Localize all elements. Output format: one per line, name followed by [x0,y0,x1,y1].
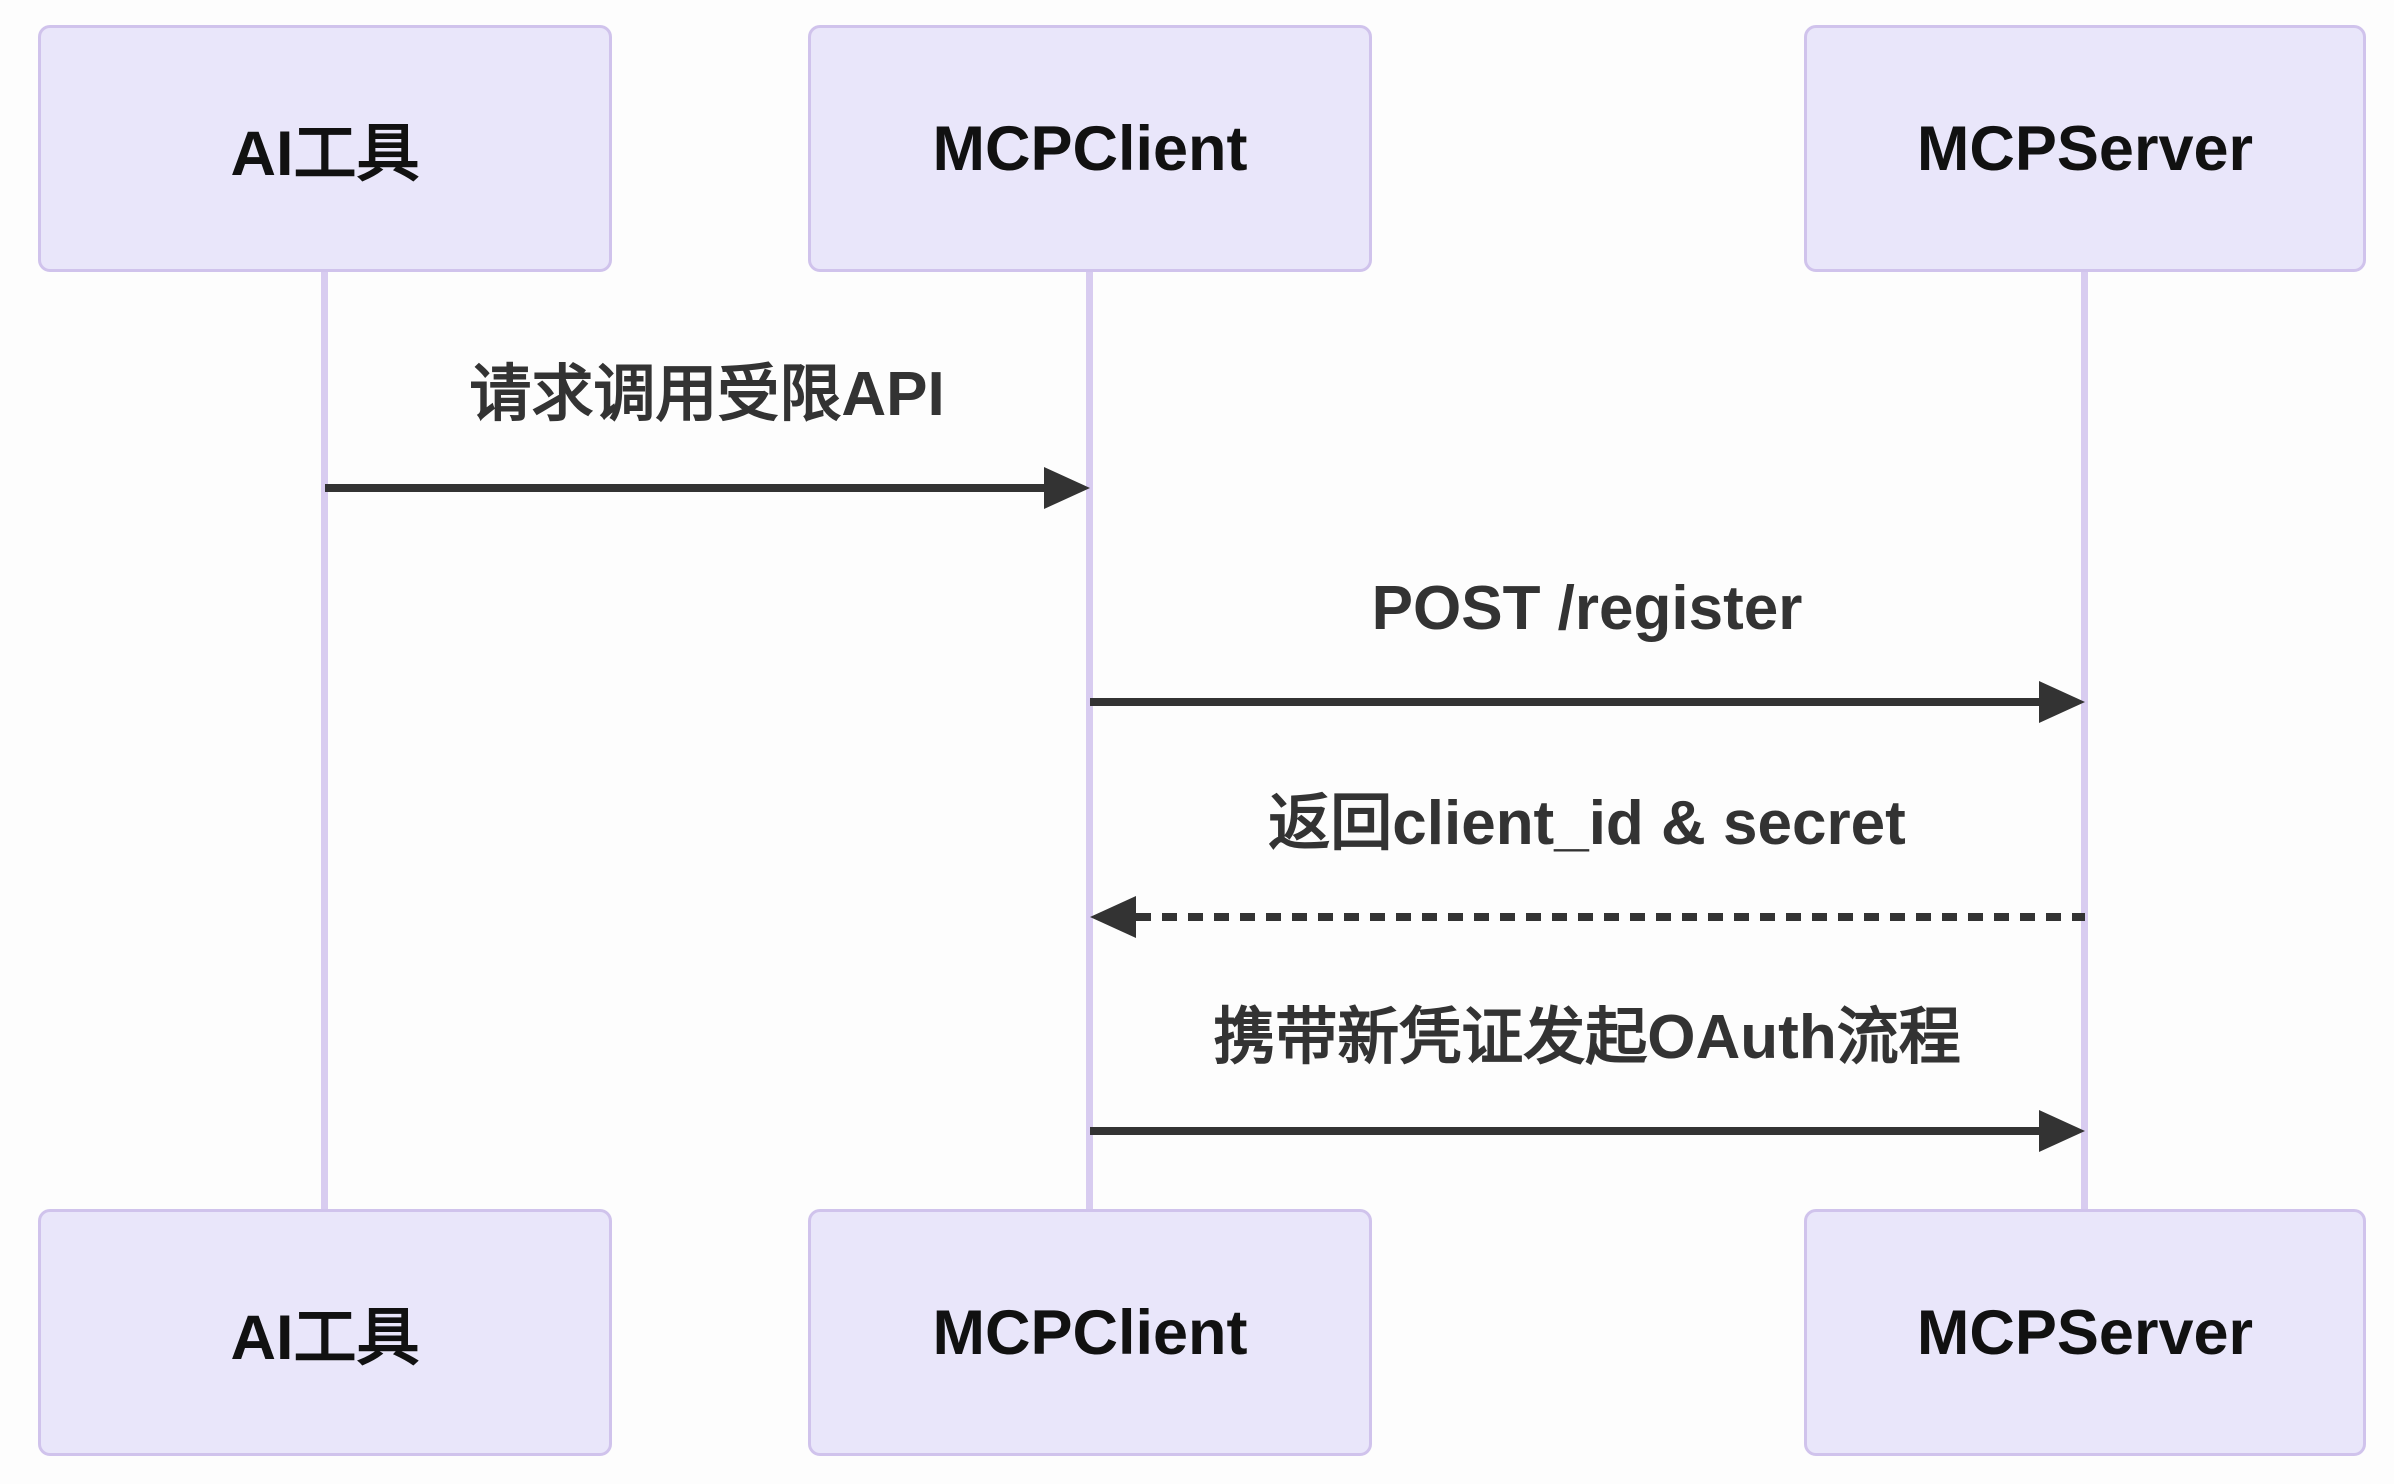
message-4-line [1090,1127,2042,1135]
actor-label: MCPClient [932,113,1248,184]
lifeline-mcp-client [1086,272,1093,1209]
lifeline-ai-tool [321,272,328,1209]
message-1-arrowhead-right-icon [1044,467,1090,509]
message-4-arrowhead-right-icon [2039,1110,2085,1152]
actor-label: MCPServer [1916,113,2254,184]
message-1-line [325,484,1047,492]
actor-label: AI工具 [230,119,420,189]
message-4-label: 携带新凭证发起OAuth流程 [1213,1003,1961,1072]
message-3-arrowhead-left-icon [1090,896,1136,938]
actor-box-top-mcp-client: MCPClient [808,25,1372,272]
actor-label: MCPClient [932,1297,1248,1368]
actor-box-bottom-ai-tool: AI工具 [38,1209,612,1456]
message-3-line [1136,913,2085,921]
message-2-arrowhead-right-icon [2039,681,2085,723]
lifeline-mcp-server [2081,272,2088,1209]
message-1-label: 请求调用受限API [469,360,945,429]
message-2-label: POST /register [1371,574,1803,643]
actor-label: AI工具 [230,1303,420,1373]
actor-box-top-ai-tool: AI工具 [38,25,612,272]
message-3-label: 返回client_id & secret [1268,789,1906,858]
actor-label: MCPServer [1916,1297,2254,1368]
message-2-line [1090,698,2042,706]
actor-box-bottom-mcp-server: MCPServer [1804,1209,2366,1456]
actor-box-bottom-mcp-client: MCPClient [808,1209,1372,1456]
actor-box-top-mcp-server: MCPServer [1804,25,2366,272]
